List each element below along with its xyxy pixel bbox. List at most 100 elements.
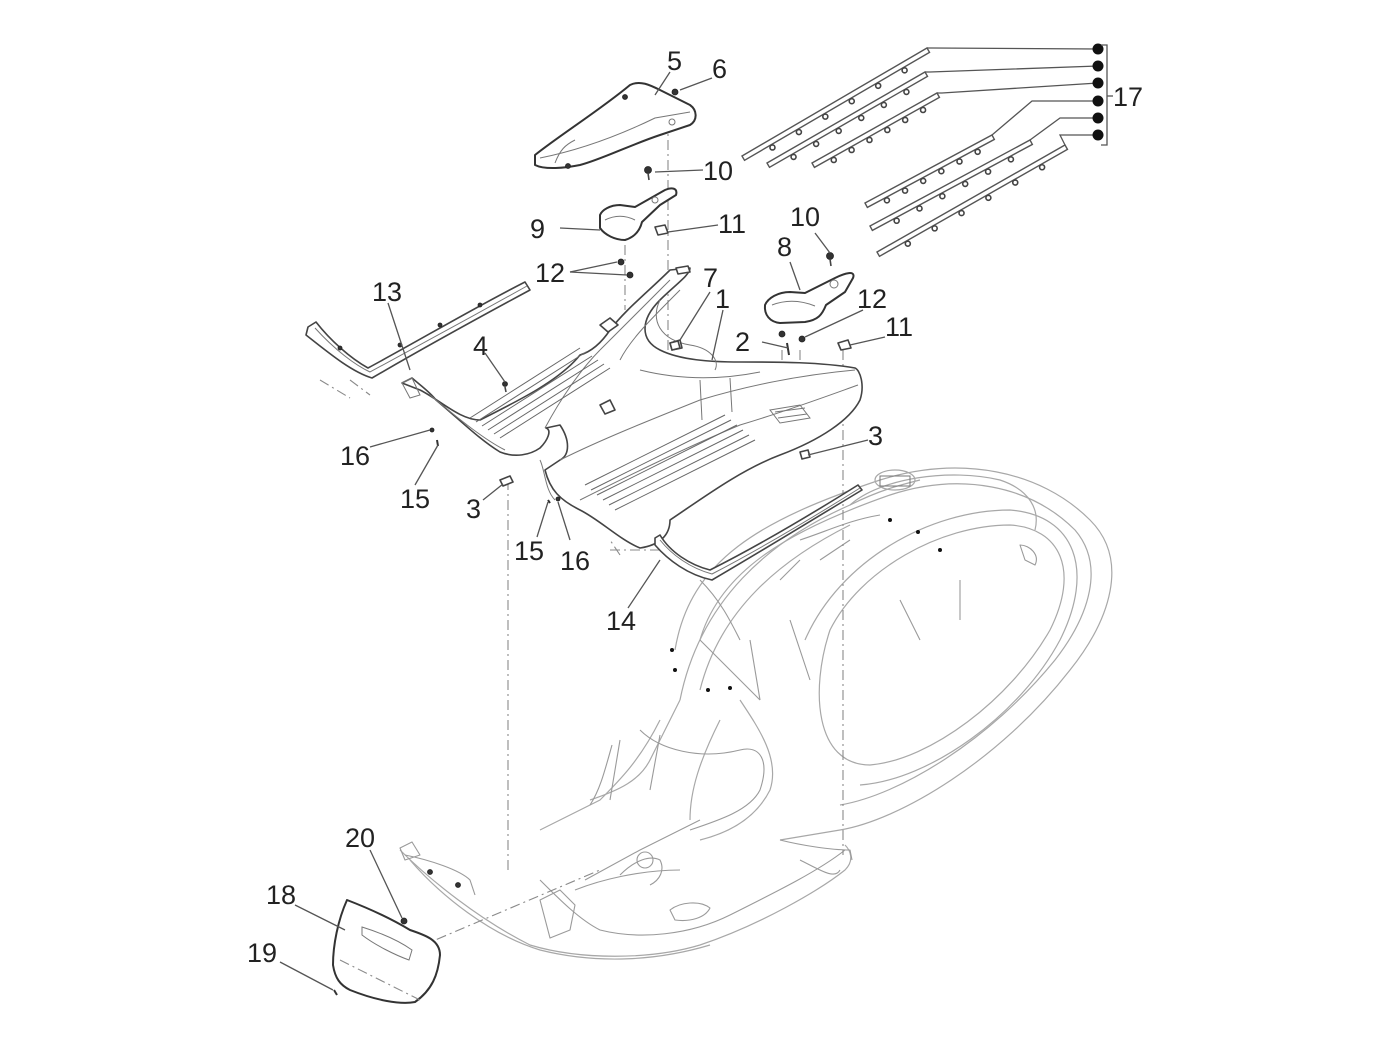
strip-tooth bbox=[874, 82, 882, 90]
part-5-cover bbox=[534, 81, 697, 169]
callout-7: 7 bbox=[703, 263, 718, 293]
strip-tooth bbox=[985, 194, 992, 202]
callout-2: 2 bbox=[735, 327, 750, 357]
strip-tooth bbox=[893, 217, 900, 225]
callout-5: 5 bbox=[667, 46, 682, 76]
callout-16-left: 16 bbox=[340, 441, 370, 471]
rim-holes bbox=[670, 518, 942, 692]
floor-groove bbox=[487, 359, 599, 431]
strip-tooth bbox=[901, 116, 909, 124]
callout-11-right: 11 bbox=[885, 312, 913, 342]
part-3-clip-right bbox=[799, 449, 811, 460]
body-screw-b bbox=[455, 882, 461, 888]
floor-grooves-left bbox=[469, 347, 611, 439]
strip-tooth bbox=[848, 146, 855, 154]
strip-leader bbox=[1029, 117, 1098, 141]
part-16-washer-left bbox=[429, 427, 435, 433]
callout-18: 18 bbox=[266, 880, 296, 910]
rubber-strip bbox=[869, 139, 1034, 232]
strip-tooth bbox=[956, 158, 963, 165]
part-15-screw-right bbox=[547, 499, 551, 504]
strip-tooth bbox=[916, 205, 923, 212]
part-7-nut bbox=[669, 340, 681, 351]
floor-groove bbox=[469, 347, 581, 419]
strip-tooth bbox=[822, 113, 829, 120]
strip-tooth bbox=[904, 240, 912, 247]
callout-17: 17 bbox=[1113, 82, 1143, 112]
strip-leader bbox=[937, 82, 1099, 94]
strip-tooth bbox=[848, 97, 856, 105]
callout-labels: 1 2 3 3 4 5 6 7 8 9 10 10 11 11 12 12 13… bbox=[247, 46, 1143, 968]
strip-tooth bbox=[883, 197, 891, 204]
callout-15-right: 15 bbox=[514, 536, 544, 566]
callout-12-left: 12 bbox=[535, 258, 565, 288]
part-12-screw-left-b bbox=[626, 271, 634, 279]
part-16-washer-right bbox=[555, 496, 561, 502]
strip-tooth bbox=[1038, 163, 1046, 171]
strip-tooth bbox=[919, 177, 927, 185]
strip-tooth bbox=[903, 88, 910, 96]
scooter-body-frame bbox=[399, 467, 1113, 960]
alignment-lines bbox=[319, 100, 844, 956]
floor-groove bbox=[614, 439, 756, 511]
callout-14: 14 bbox=[606, 606, 636, 636]
strip-reference-dot bbox=[1092, 60, 1104, 72]
part-9-support bbox=[599, 187, 678, 241]
strip-tooth bbox=[835, 127, 843, 135]
strip-tooth bbox=[931, 225, 938, 232]
rubber-strip bbox=[864, 134, 996, 209]
rubber-strip bbox=[741, 47, 931, 162]
strip-reference-dot bbox=[1092, 43, 1104, 55]
part-13-trim bbox=[305, 281, 531, 379]
callout-3-right: 3 bbox=[868, 421, 883, 451]
part-4-screw bbox=[502, 381, 508, 393]
callout-20: 20 bbox=[345, 823, 375, 853]
floor-groove bbox=[590, 419, 732, 491]
part-17-rubber-strips bbox=[741, 43, 1113, 258]
part-11-clip-right bbox=[837, 339, 852, 351]
part-12-screw-left-a bbox=[617, 258, 625, 266]
callout-12-right: 12 bbox=[857, 284, 887, 314]
part-18-cover bbox=[332, 899, 441, 1004]
floor-groove bbox=[608, 434, 750, 506]
floor-groove bbox=[499, 367, 611, 439]
strip-leader bbox=[927, 47, 1099, 50]
floor-groove bbox=[596, 424, 738, 496]
strip-tooth bbox=[1011, 179, 1019, 186]
strip-tooth bbox=[880, 101, 888, 109]
part-19-screw bbox=[333, 989, 338, 996]
strip-tooth bbox=[812, 140, 820, 148]
strip-tooth bbox=[790, 153, 797, 161]
floor-groove bbox=[493, 363, 605, 435]
callout-11-left: 11 bbox=[718, 209, 746, 239]
strip-tooth bbox=[901, 67, 908, 74]
strip-tooth bbox=[769, 144, 776, 151]
strip-tooth bbox=[938, 167, 945, 175]
rubber-strip bbox=[876, 144, 1069, 258]
strip-leader bbox=[925, 65, 1099, 73]
strip-tooth bbox=[974, 148, 981, 156]
part-20-clip bbox=[400, 917, 408, 925]
callout-10-right: 10 bbox=[790, 202, 820, 232]
strip-reference-dot bbox=[1092, 77, 1104, 89]
strip-reference-dot bbox=[1092, 129, 1104, 141]
callout-3-left: 3 bbox=[466, 494, 481, 524]
part-8-support bbox=[763, 272, 855, 324]
body-screw-a bbox=[427, 869, 433, 875]
floor-groove bbox=[602, 429, 744, 501]
callout-1: 1 bbox=[715, 284, 730, 314]
strip-tooth bbox=[1007, 156, 1015, 163]
floor-grooves-right bbox=[584, 414, 756, 511]
strip-tooth bbox=[866, 136, 873, 144]
part-10-screw-right bbox=[826, 252, 834, 267]
part-11-clip-left bbox=[654, 224, 669, 236]
strip-tooth bbox=[919, 106, 927, 114]
part-6-screw bbox=[671, 88, 679, 96]
strip-tooth bbox=[830, 156, 838, 164]
part-10-screw-left bbox=[644, 166, 652, 181]
callout-13: 13 bbox=[372, 277, 402, 307]
callout-9: 9 bbox=[530, 214, 545, 244]
callout-15-left: 15 bbox=[400, 484, 430, 514]
strip-tooth bbox=[857, 114, 865, 122]
